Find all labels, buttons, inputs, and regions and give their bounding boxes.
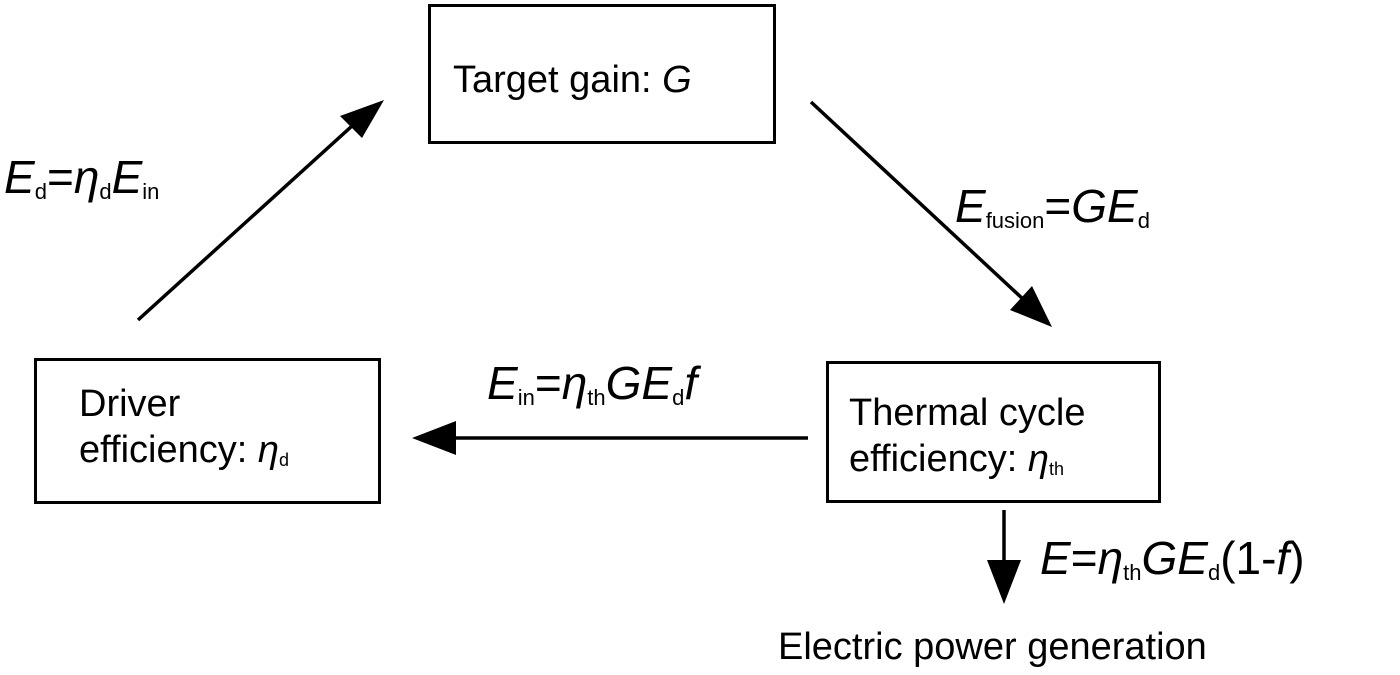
eq-sub: d (1137, 208, 1150, 233)
eq-part: η (1097, 532, 1124, 584)
driver-efficiency-box: Driver efficiency: ηd (34, 358, 381, 504)
arrowhead-thermal-to-output (987, 560, 1021, 604)
eq-part: η (73, 151, 100, 203)
eq-part: E (955, 180, 986, 232)
eq-sub: fusion (985, 208, 1045, 233)
eq-sub: in (142, 179, 160, 204)
target-gain-text: Target gain: (453, 59, 663, 101)
eq-equals: = (534, 357, 562, 409)
eq-sub: d (1207, 560, 1221, 585)
eq-sub: d (99, 179, 112, 204)
eq-part: (1- (1220, 532, 1277, 584)
thermal-cycle-line2: efficiency: (849, 438, 1028, 480)
eq-part: ) (1289, 532, 1305, 584)
eq-equals: = (46, 151, 74, 203)
eq-sub: th (587, 385, 606, 410)
thermal-cycle-symbol: η (1027, 438, 1049, 480)
arrow-driver-to-target (136, 124, 354, 322)
thermal-cycle-label: Thermal cycle efficiency: ηth (849, 390, 1086, 492)
thermal-cycle-line1: Thermal cycle (849, 392, 1086, 434)
equation-net-electric-energy: E=ηthGEd(1-f) (1040, 535, 1305, 584)
target-gain-label: Target gain: G (453, 57, 692, 103)
equation-driver-energy: Ed=ηdEin (4, 154, 159, 203)
target-gain-symbol: G (662, 59, 692, 101)
equation-fusion-energy: Efusion=GEd (955, 183, 1150, 232)
arrowhead-thermal-to-driver (412, 421, 456, 455)
eq-part: GE (1141, 532, 1208, 584)
driver-efficiency-label: Driver efficiency: ηd (79, 381, 289, 483)
eq-part: GE (1071, 180, 1138, 232)
driver-efficiency-line2: efficiency: (79, 429, 258, 471)
thermal-cycle-box: Thermal cycle efficiency: ηth (826, 361, 1161, 503)
electric-power-generation-label: Electric power generation (778, 626, 1207, 668)
eq-equals: = (1070, 532, 1098, 584)
eq-sub: in (517, 385, 535, 410)
eq-sub: th (1123, 560, 1142, 585)
eq-part: E (4, 151, 35, 203)
eq-sub: d (34, 179, 47, 204)
thermal-cycle-subscript: th (1048, 459, 1064, 479)
driver-efficiency-subscript: d (278, 450, 289, 470)
eq-part: E (487, 357, 518, 409)
eq-part: f (1276, 532, 1290, 584)
eq-part: f (684, 357, 698, 409)
eq-equals: = (1044, 180, 1072, 232)
eq-part: E (111, 151, 143, 203)
driver-efficiency-symbol: η (257, 429, 279, 471)
eq-part: GE (605, 357, 673, 409)
eq-part: E (1040, 532, 1071, 584)
eq-part: η (561, 357, 588, 409)
equation-recirculated-energy: Ein=ηthGEdf (487, 360, 697, 409)
driver-efficiency-line1: Driver (79, 383, 181, 425)
eq-sub: d (672, 385, 685, 410)
arrowhead-target-to-thermal (1010, 286, 1052, 327)
target-gain-box: Target gain: G (428, 4, 776, 144)
arrow-target-to-thermal (809, 100, 1026, 302)
arrowhead-driver-to-target (340, 100, 384, 138)
